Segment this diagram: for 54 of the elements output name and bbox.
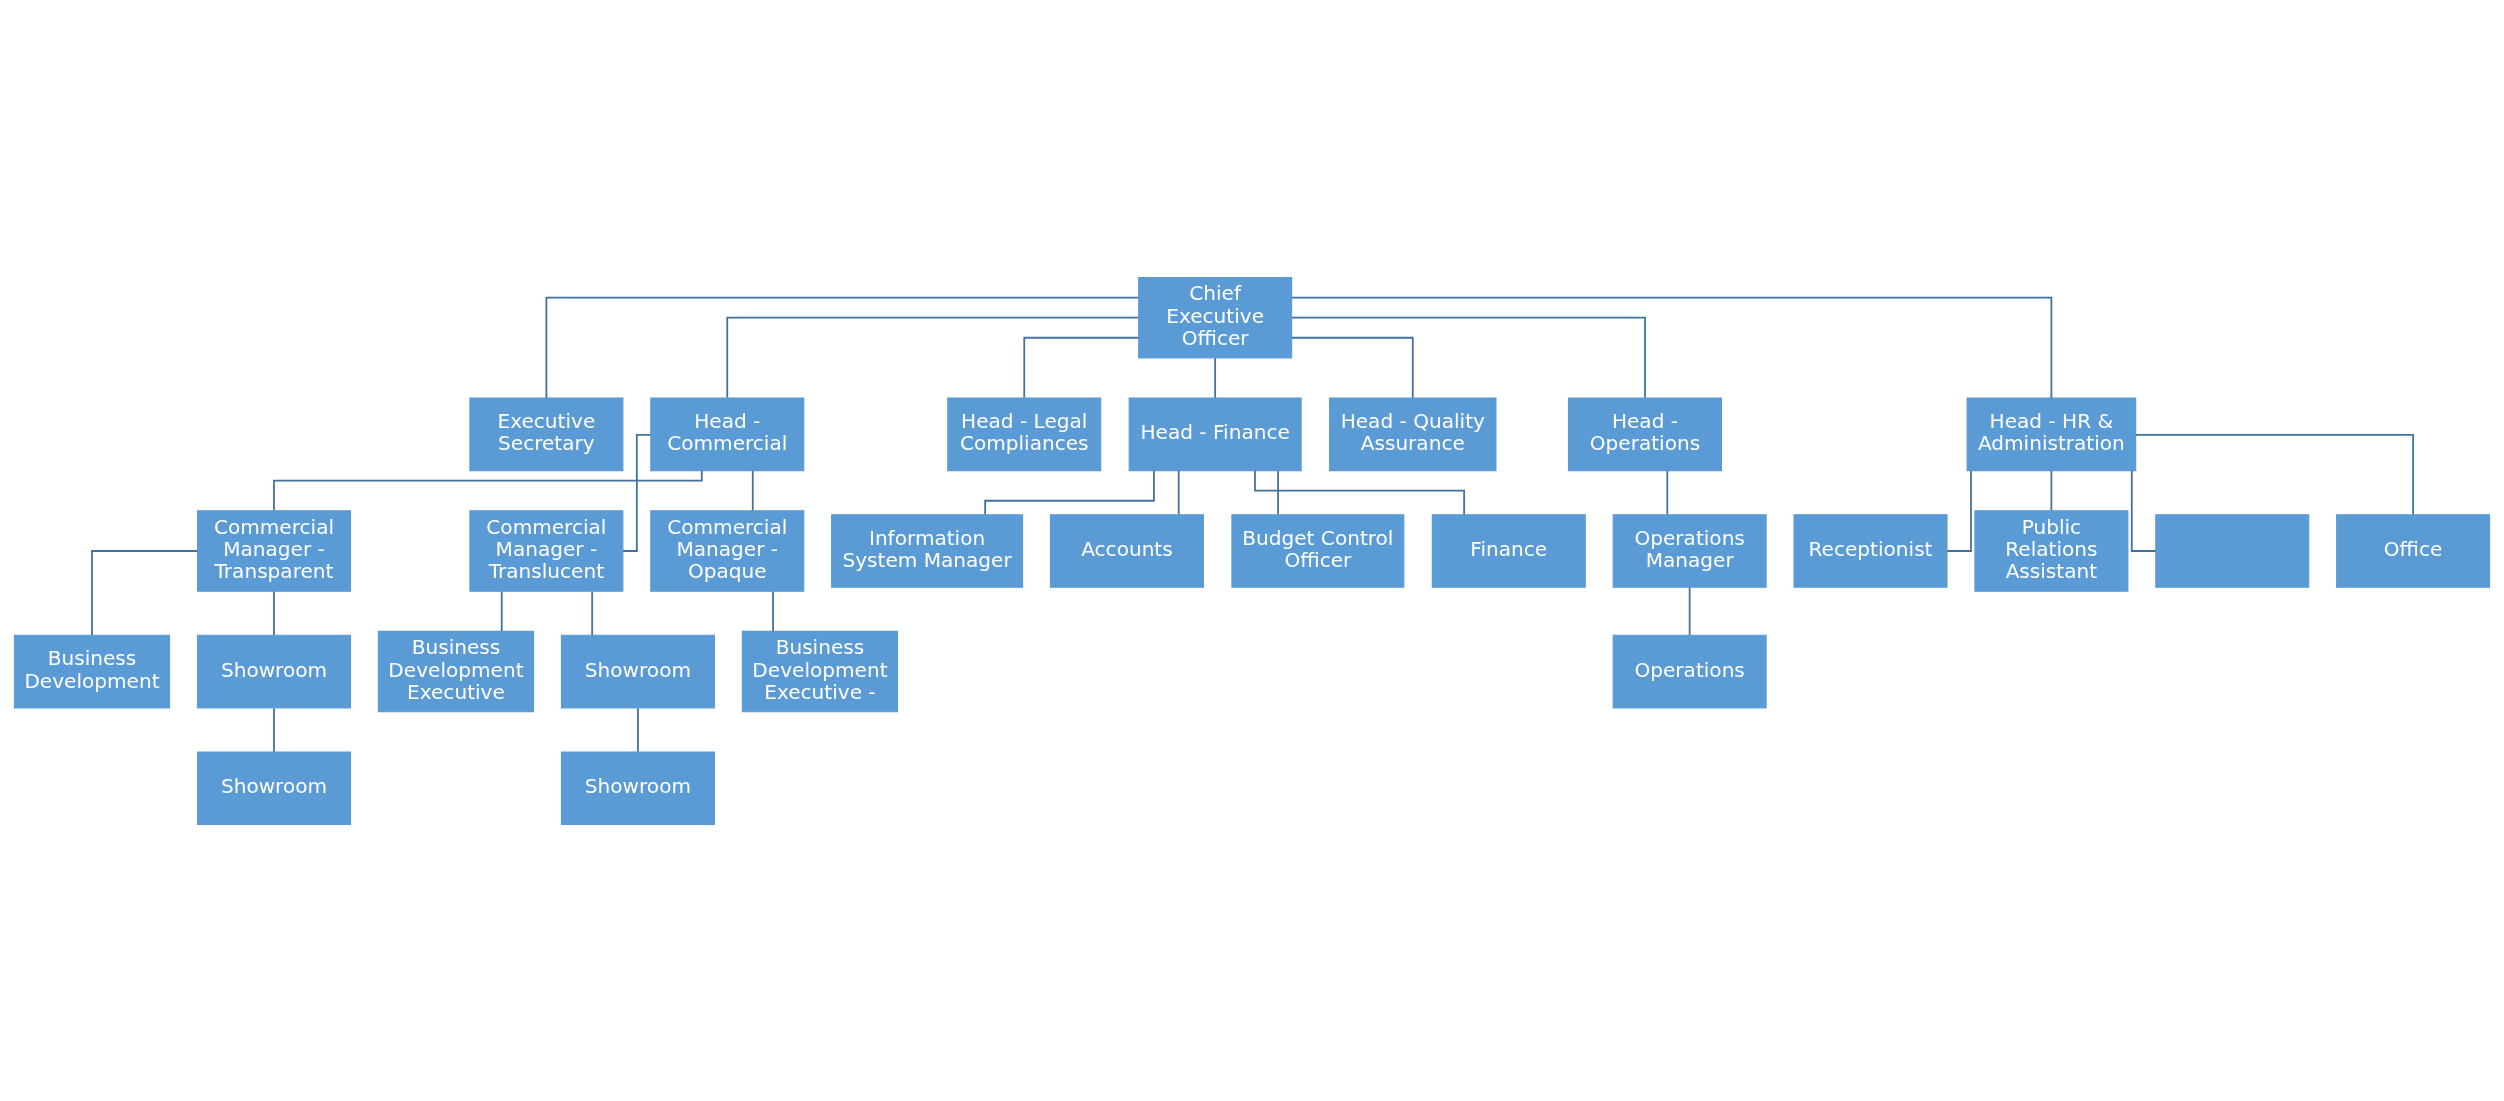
- connector: [545, 296, 1140, 399]
- connector: [273, 590, 275, 636]
- connector: [1291, 316, 1646, 399]
- connector: [751, 469, 754, 511]
- node-box: Chief Executive Officer: [1138, 276, 1293, 358]
- connector: [91, 549, 199, 636]
- node-box: Head - Finance: [1128, 397, 1302, 471]
- connector: [984, 469, 1155, 515]
- connector: [591, 590, 594, 636]
- node-box: Executive Secretary: [469, 397, 624, 471]
- connector: [2134, 433, 2414, 515]
- node-box: Operations: [1612, 634, 1767, 708]
- node-box: Showroom: [560, 634, 715, 708]
- node-box: Head - HR & Administration: [1966, 397, 2137, 471]
- node-box: Showroom: [196, 634, 351, 708]
- node-box: Operations Manager: [1612, 513, 1767, 588]
- node-box: Showroom: [560, 750, 715, 825]
- node-box: Office: [2336, 513, 2491, 588]
- node-box: Showroom: [196, 750, 351, 825]
- connector: [1666, 469, 1669, 515]
- node-box: Receptionist: [1793, 513, 1948, 588]
- connector: [1023, 336, 1140, 399]
- node-box: Public Relations Assistant: [1974, 509, 2129, 592]
- connector: [1254, 469, 1466, 515]
- connector: [273, 706, 275, 753]
- connector: [1291, 296, 2053, 399]
- node-box: Commercial Manager - Opaque: [650, 509, 805, 592]
- node-box: Business Development Executive -: [741, 630, 899, 712]
- node-box: Head - Legal Compliances: [947, 397, 1102, 471]
- connector: [500, 590, 503, 632]
- node-box: [2155, 513, 2310, 588]
- node-box: Commercial Manager - Transparent: [196, 509, 351, 592]
- node-box: Business Development Executive: [377, 630, 535, 712]
- connector: [2050, 469, 2053, 511]
- node-box: Head - Operations: [1567, 397, 1723, 471]
- connector: [772, 590, 774, 632]
- connector: [1214, 356, 1217, 399]
- connector: [1688, 586, 1691, 636]
- node-box: Head - Quality Assurance: [1329, 397, 1497, 471]
- connector: [1290, 336, 1414, 399]
- connector: [726, 316, 1140, 399]
- node-box: Business Development: [13, 634, 171, 708]
- connector: [637, 706, 639, 753]
- node-box: Accounts: [1049, 513, 1204, 588]
- node-box: Head - Commercial: [650, 397, 805, 471]
- connector: [1946, 469, 1972, 552]
- connector: [1277, 469, 1279, 515]
- node-box: Budget Control Officer: [1231, 513, 1405, 588]
- connector: [622, 433, 652, 552]
- connector: [2130, 469, 2157, 552]
- node-box: Commercial Manager - Translucent: [469, 509, 624, 592]
- node-box: Information System Manager: [831, 513, 1024, 588]
- connector: [1177, 469, 1180, 515]
- node-box: Finance: [1431, 513, 1586, 588]
